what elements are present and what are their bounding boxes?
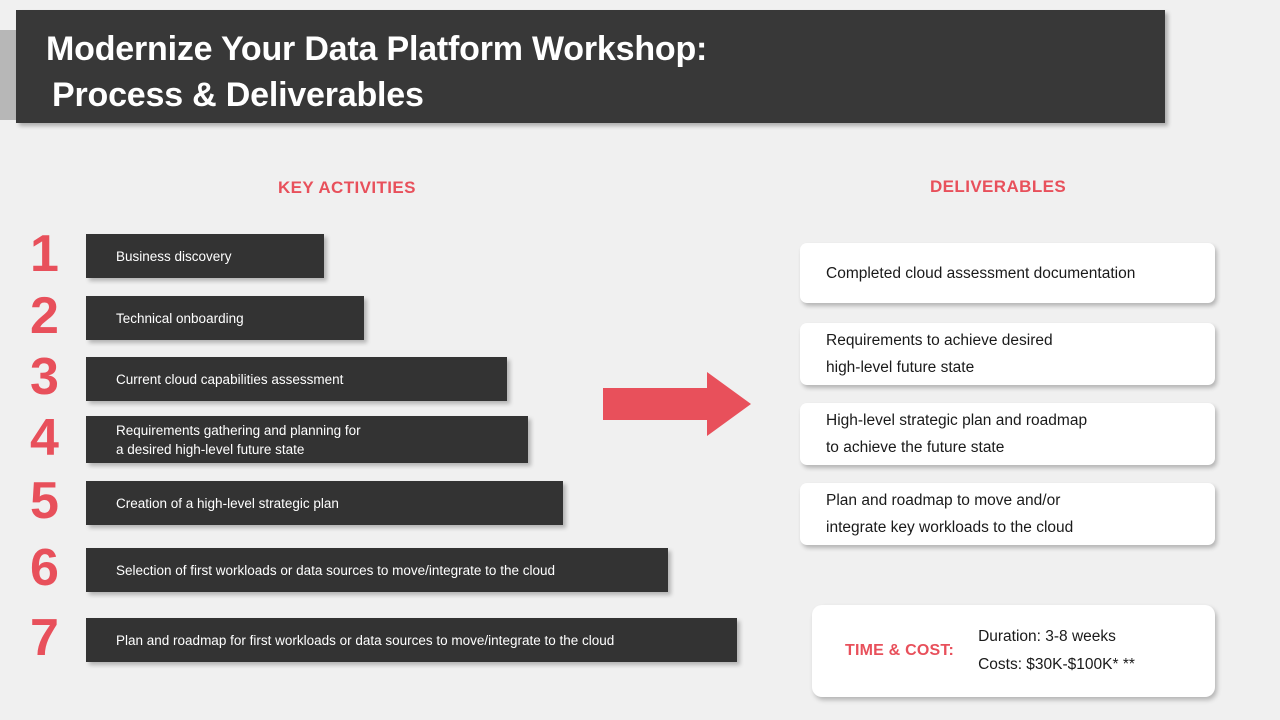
activity-bar[interactable]: Current cloud capabilities assessment (86, 357, 507, 401)
time-cost-costs: Costs: $30K-$100K* ** (978, 656, 1135, 673)
deliverable-card[interactable]: Requirements to achieve desired high-leve… (800, 323, 1215, 385)
time-and-cost-box: TIME & COST: Duration: 3-8 weeks Costs: … (812, 605, 1215, 697)
column-heading-deliverables: DELIVERABLES (930, 177, 1067, 196)
deliverable-card[interactable]: Completed cloud assessment documentation (800, 243, 1215, 303)
activity-number: 6 (30, 539, 59, 597)
deliverable-label: high-level future state (826, 359, 975, 376)
time-cost-values: Duration: 3-8 weeks Costs: $30K-$100K* *… (978, 623, 1135, 679)
activity-bar[interactable]: Creation of a high-level strategic plan (86, 481, 563, 525)
time-cost-label: TIME & COST: (845, 642, 955, 659)
activity-number: 2 (30, 287, 59, 345)
deliverable-label: Plan and roadmap to move and/or (826, 492, 1061, 509)
deliverable-label: Requirements to achieve desired (826, 332, 1053, 349)
page-title-line-1: Modernize Your Data Platform Workshop: (46, 30, 708, 68)
activity-label: Business discovery (116, 248, 232, 264)
activity-label: a desired high-level future state (116, 441, 305, 457)
column-heading-key-activities: KEY ACTIVITIES (278, 178, 416, 197)
activity-bar[interactable]: Business discovery (86, 234, 324, 278)
deliverable-label: integrate key workloads to the cloud (826, 519, 1074, 536)
activity-number: 7 (30, 609, 59, 667)
activity-bar[interactable]: Selection of first workloads or data sou… (86, 548, 668, 592)
deliverable-card[interactable]: Plan and roadmap to move and/or integrate… (800, 483, 1215, 545)
activity-label: Creation of a high-level strategic plan (116, 495, 339, 511)
page-title-line-2: Process & Deliverables (52, 76, 424, 114)
activity-bar[interactable]: Technical onboarding (86, 296, 364, 340)
activity-label: Current cloud capabilities assessment (116, 371, 344, 387)
activity-number: 5 (30, 472, 59, 530)
deliverable-label: to achieve the future state (826, 439, 1005, 456)
activity-bar[interactable]: Requirements gathering and planning for a… (86, 416, 528, 463)
activity-number: 3 (30, 348, 59, 406)
time-cost-duration: Duration: 3-8 weeks (978, 628, 1116, 645)
deliverable-label: High-level strategic plan and roadmap (826, 412, 1088, 429)
activity-number: 1 (30, 225, 59, 283)
activity-label: Technical onboarding (116, 310, 244, 326)
activity-label: Selection of first workloads or data sou… (116, 562, 555, 578)
activity-label: Requirements gathering and planning for (116, 422, 361, 438)
slide-title-bar: Modernize Your Data Platform Workshop: P… (16, 10, 1165, 123)
activity-label: Plan and roadmap for first workloads or … (116, 632, 615, 648)
deliverable-label: Completed cloud assessment documentation (826, 264, 1136, 282)
activity-bar[interactable]: Plan and roadmap for first workloads or … (86, 618, 737, 662)
deliverable-card[interactable]: High-level strategic plan and roadmap to … (800, 403, 1215, 465)
process-flow-arrow (603, 372, 751, 436)
activity-number: 4 (30, 408, 59, 467)
